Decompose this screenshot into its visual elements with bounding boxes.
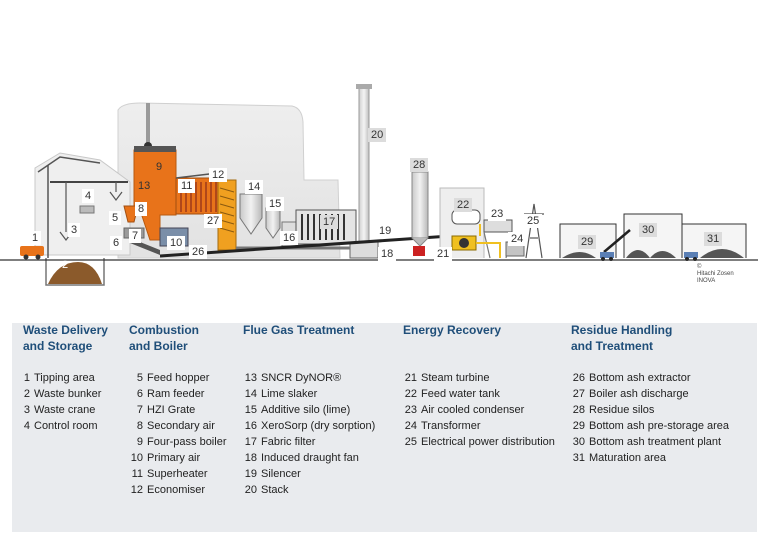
legend-heading: Residue Handling and Treatment: [571, 323, 673, 353]
label-9: 9: [156, 161, 163, 173]
plant-illustration: [0, 84, 758, 286]
label-25: 25: [524, 214, 543, 228]
label-11: 11: [178, 179, 196, 193]
label-6: 6: [110, 236, 123, 250]
legend-heading: Energy Recovery: [403, 323, 502, 337]
label-23: 23: [488, 207, 507, 221]
label-30: 30: [639, 223, 658, 237]
label-1: 1: [29, 231, 42, 245]
label-21: 21: [434, 247, 453, 261]
copyright-notice: © Hitachi Zosen INOVA: [697, 264, 734, 284]
residue-silo: [411, 171, 429, 239]
label-29: 29: [578, 235, 597, 249]
lime-slaker: [239, 193, 263, 235]
label-7: 7: [129, 229, 142, 243]
label-13: 13: [138, 180, 151, 192]
label-19: 19: [376, 224, 395, 238]
stack: [358, 87, 370, 247]
label-22: 22: [454, 198, 473, 212]
label-20: 20: [368, 128, 387, 142]
legend-heading: Waste Delivery and Storage: [23, 323, 108, 353]
label-31: 31: [704, 232, 723, 246]
plant-diagram: 1 2 3 4 5 6 7 8 9 10 11 12 13 14 15 16 1…: [0, 84, 758, 286]
ash-conveyor: [159, 234, 451, 258]
label-27: 27: [204, 214, 223, 228]
label-26: 26: [189, 245, 208, 259]
power-pylon: [524, 203, 544, 259]
air-cooled-condenser: [483, 219, 513, 233]
label-2: 2: [62, 259, 69, 271]
feed-hopper: [123, 205, 139, 223]
control-room: [79, 205, 95, 214]
label-15: 15: [266, 197, 285, 211]
label-16: 16: [280, 231, 299, 245]
label-18: 18: [378, 247, 397, 261]
label-17: 17: [320, 215, 339, 229]
legend-heading: Combustion and Boiler: [129, 323, 199, 353]
label-8: 8: [135, 202, 148, 216]
label-24: 24: [508, 232, 527, 246]
label-3: 3: [68, 223, 81, 237]
bunker-hall: [34, 152, 131, 256]
label-28: 28: [410, 158, 429, 172]
label-14: 14: [245, 180, 264, 194]
tipping-truck: [20, 246, 44, 260]
legend-heading: Flue Gas Treatment: [243, 323, 355, 337]
label-5: 5: [109, 211, 122, 225]
feed-water-tank: [451, 209, 481, 225]
label-10: 10: [167, 236, 186, 250]
label-4: 4: [82, 189, 95, 203]
label-12: 12: [209, 168, 228, 182]
